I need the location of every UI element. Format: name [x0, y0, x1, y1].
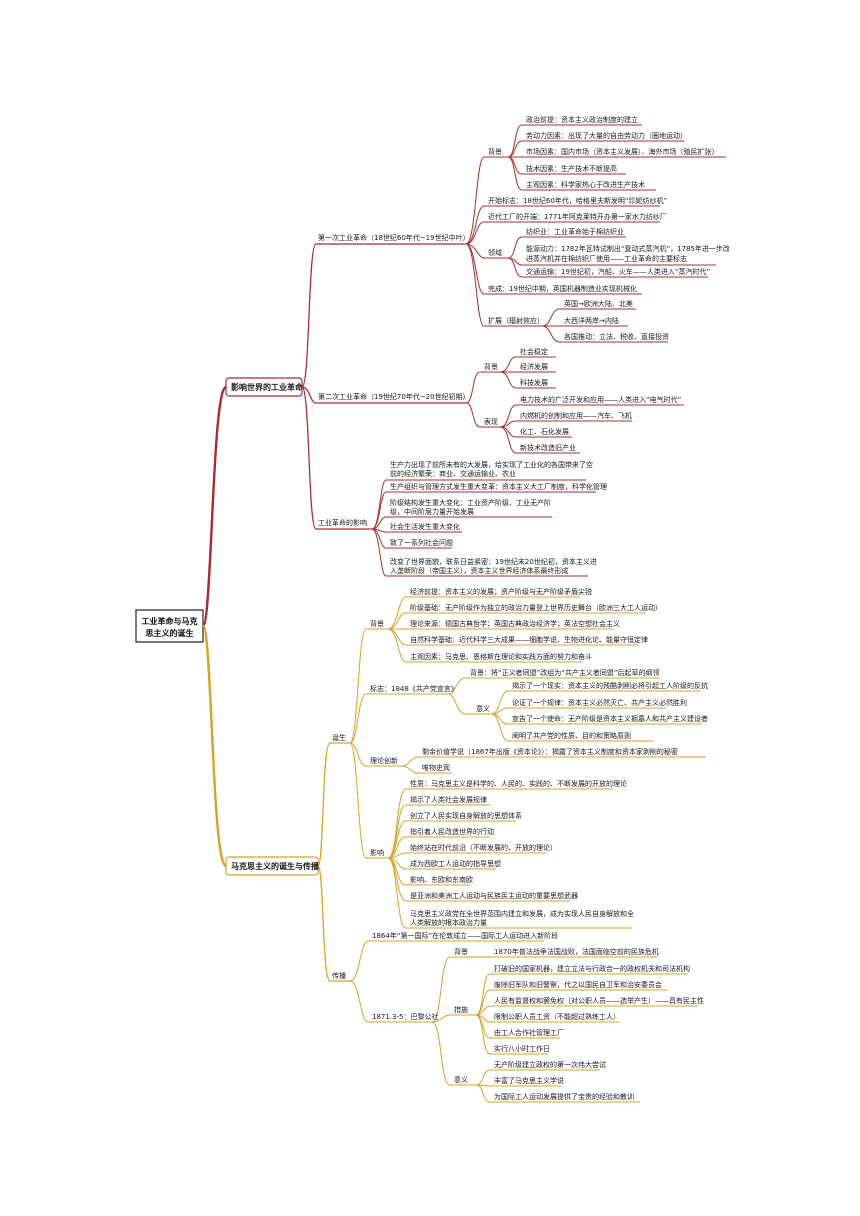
commune-measure-item: 实行八小时工作日 [494, 1044, 550, 1053]
branch2-label: 马克思主义的诞生与传播 [231, 861, 320, 871]
first-international: 1864年“第一国际”在伦敦成立——国际工人运动进入新阶段 [372, 931, 558, 940]
first-field-label: 领域 [488, 248, 502, 257]
commune-measure-item: 废除旧军队和旧警察，代之以国民自卫军和治安委员会 [494, 980, 662, 989]
root-node: 工业革命与马克 思主义的诞生 [135, 609, 204, 643]
branch-industrial-revolution: 影响世界的工业革命 第一次工业革命（18世纪60年代~19世纪中叶） 第二次工业… [225, 115, 730, 577]
second-bg-item: 科技发展 [520, 378, 548, 387]
first-revolution-label: 第一次工业革命（18世纪60年代~19世纪中叶） [318, 233, 470, 242]
impact-item: 生产力出现了前所未有的大发展，给实现了工业化的各国带来了空 [390, 460, 593, 469]
impact-item: 阶级结构发生重大变化：工业资产阶级、工业无产阶 [390, 498, 551, 507]
first-spread-item: 英国→欧洲大陆、北美 [564, 299, 633, 308]
impact-item: 级，中间阶层力量开始发展 [390, 507, 474, 516]
mark-meaning-item: 揭示了一个现实：资本主义的残酷剥削必将引起工人阶级的反抗 [512, 681, 708, 690]
mark-label: 标志：1848《共产党宣言》 [370, 684, 458, 693]
influence-item: 始终站在时代前沿（不断发展的、开放的理论） [410, 843, 557, 852]
influence-item: 是亚洲和美洲工人运动与民族民主运动的重要思想武器 [410, 891, 578, 900]
first-bg-item: 主观因素：科学家热心于改进生产技术 [526, 180, 645, 189]
influence-item: 成为西欧工人运动的指导思想 [410, 859, 501, 868]
first-spread-item: 各国推动：立法、税收、直接投资 [564, 332, 669, 341]
second-revolution-label: 第二次工业革命（19世纪70年代~20世纪初期） [318, 392, 470, 401]
birth-bg-item: 理论来源：德国古典哲学；英国古典政治经济学；英法空想社会主义 [410, 619, 620, 628]
impact-item: 生产组织与管理方式发生重大变革：资本主义大工厂制度，科学化管理 [390, 482, 607, 491]
first-bg-item: 市场因素：国内市场（资本主义发展）、海外市场（殖民扩张） [526, 147, 719, 156]
commune-measure-item: 打破旧的国家机器，建立立法与行政合一的政权机关和司法机构 [494, 964, 690, 973]
influence-item: 指引着人民改造世界的行动 [410, 827, 494, 836]
impact-item: 入垄断阶段（帝国主义），资本主义世界经济体系最终形成 [390, 566, 569, 575]
commune-measure-item: 限制公职人员工资（不能超过熟练工人） [494, 1012, 620, 1021]
commune-bg-item: 1870年普法战争法国战败，法国面临空前的民族危机 [494, 947, 659, 956]
birth-label: 诞生 [332, 733, 346, 742]
influence-item: 影响、东欧和东南欧 [410, 875, 473, 884]
birth-background-label: 背景 [370, 619, 384, 628]
impact-label: 工业革命的影响 [318, 518, 367, 527]
second-bg-item: 经济发展 [520, 362, 548, 371]
mark-meaning-label: 意义 [476, 704, 490, 713]
first-bg-item: 劳动力因素：出现了大量的自由劳动力（圈地运动） [526, 131, 687, 140]
commune-background-label: 背景 [454, 947, 468, 956]
influence-item: 性质：马克思主义是科学的、人民的、实践的、不断发展的开放的理论 [410, 779, 627, 788]
influence-item: 人类解放的根本政治力量 [410, 918, 487, 927]
second-show-label: 表现 [484, 417, 498, 426]
influence-item: 创立了人民实现自身解放的思想体系 [410, 811, 522, 820]
birth-bg-item: 主观因素：马克思、恩格斯在理论和实践方面的努力和奋斗 [410, 652, 592, 661]
second-bg-item: 社会稳定 [520, 347, 548, 356]
mark-background: 背景：将“正义者同盟”改组为“共产主义者同盟”后起草的纲领 [470, 668, 660, 677]
second-show-item: 化工、石化发展 [520, 427, 569, 436]
influence-label: 影响 [370, 848, 384, 857]
first-start-mark: 开始标志：18世纪60年代，哈格里夫斯发明“珍妮纺纱机” [488, 196, 667, 205]
root-title-line1: 工业革命与马克 [142, 616, 198, 626]
mark-meaning-item: 阐明了共产党的性质、目的和策略原则 [512, 731, 631, 740]
first-spread-label: 扩展（辐射效应） [488, 316, 544, 325]
second-show-item: 内燃机的创制和应用——汽车、飞机 [520, 411, 632, 420]
birth-bg-item: 自然科学基础：近代科学三大成果——细胞学说、生物进化论、能量守恒定律 [410, 635, 648, 644]
impact-item: 改变了世界面貌，联系日益紧密：19世纪末20世纪初，资本主义进 [390, 557, 597, 566]
first-bg-item: 政治前提：资本主义政治制度的建立 [526, 115, 638, 124]
theory-item: 剩余价值学说（1867年出版《资本论》）：揭露了资本主义制度和资本家剥削的秘密 [422, 747, 678, 756]
first-spread-item: 大西洋两岸→内陆 [564, 316, 619, 325]
first-field-item: 交通运输：19世纪初，汽船、火车——人类进入“蒸汽时代” [526, 267, 710, 276]
birth-bg-item: 经济前提：资本主义的发展；资产阶级与无产阶级矛盾尖锐 [410, 587, 592, 596]
impact-item: 致了一系列社会问题 [390, 538, 453, 547]
commune-meaning-label: 意义 [454, 1075, 468, 1084]
first-done: 完成：19世纪中期，英国机器制造业实现机械化 [488, 284, 637, 293]
main-connectors [201, 385, 228, 868]
branch-marxism: 马克思主义的诞生与传播 诞生 传播 [225, 587, 708, 1103]
root-title-line2: 思主义的诞生 [146, 628, 194, 638]
mark-meaning-item: 论证了一个规律：资本主义必然灭亡、共产主义必然胜利 [512, 698, 687, 707]
birth-bg-item: 阶级基础：无产阶级作为独立的政治力量登上世界历史舞台（欧洲三大工人运动） [410, 603, 662, 612]
first-factory: 近代工厂的开端：1771年阿克莱特开办第一家水力纺纱厂 [488, 212, 667, 221]
impact-item: 社会生活发生重大变化 [390, 522, 460, 531]
commune-measure-item: 由工人合作社管理工厂 [494, 1028, 564, 1037]
theory-label: 理论创新 [370, 756, 398, 765]
influence-item: 揭示了人类社会发展规律 [410, 795, 487, 804]
commune-meaning-item: 为国际工人运动发展提供了宝贵的经验和教训 [494, 1092, 634, 1101]
theory-item: 唯物史观 [422, 763, 450, 772]
second-show-item: 新技术改造旧产业 [520, 443, 576, 452]
first-field-item: 进蒸汽机并在棉纺织厂使用——工业革命的主要标志 [526, 254, 687, 263]
spread-label: 传播 [332, 971, 346, 980]
second-show-item: 电力技术的广泛开发和应用——人类进入“电气时代” [520, 395, 681, 404]
second-background-label: 背景 [484, 362, 498, 371]
commune-meaning-item: 丰富了马克思主义学说 [494, 1076, 564, 1085]
commune-label: 1871.3-5：巴黎公社 [372, 1012, 438, 1021]
branch1-label: 影响世界的工业革命 [231, 382, 304, 392]
first-field-item: 能源动力：1782年瓦特试制出“复动式蒸汽机”，1785年进一步改 [526, 244, 730, 253]
commune-measures-label: 措施 [454, 1005, 468, 1014]
first-background-label: 背景 [488, 147, 502, 156]
first-field-item: 纺织业：工业革命始于棉纺织业 [526, 227, 624, 236]
mark-meaning-item: 宣告了一个使命：无产阶级是资本主义掘墓人和共产主义建设者 [512, 714, 708, 723]
commune-meaning-item: 无产阶级建立政权的第一次伟大尝试 [494, 1060, 606, 1069]
commune-measure-item: 人民有监督权和罢免权（对公职人员——选举产生）——具有民主性 [494, 996, 704, 1005]
first-bg-item: 技术因素：生产技术不断提高 [526, 164, 617, 173]
impact-item: 前的经济繁荣：商业、交通运输业、农业 [390, 469, 516, 478]
influence-item: 马克思主义政党在全世界范围内建立和发展，成为实现人民自身解放和全 [410, 909, 634, 918]
